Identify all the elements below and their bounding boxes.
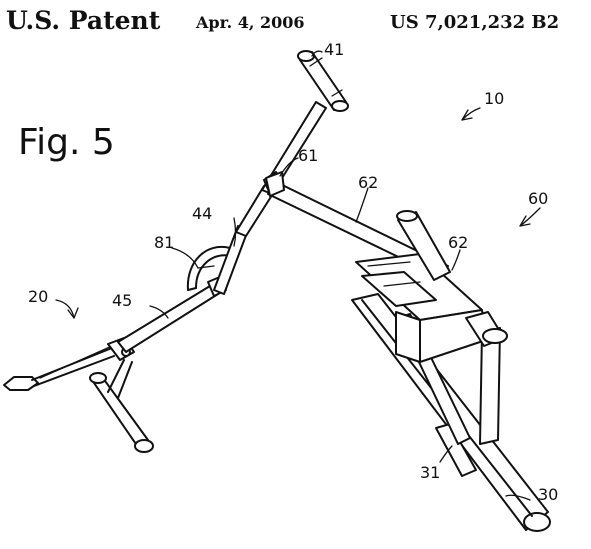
ref-61: 61 bbox=[298, 146, 318, 165]
ref-62-lower: 62 bbox=[448, 233, 468, 252]
ref-41: 41 bbox=[324, 40, 344, 59]
ref-10: 10 bbox=[484, 89, 504, 108]
ref-20: 20 bbox=[28, 287, 48, 306]
ref-62-upper: 62 bbox=[358, 173, 378, 192]
rudder-assembly bbox=[3, 337, 135, 391]
ref-31: 31 bbox=[420, 463, 440, 482]
lower-frame-45 bbox=[117, 275, 227, 353]
handlebar-41 bbox=[297, 50, 349, 112]
patent-date: Apr. 4, 2006 bbox=[196, 13, 305, 32]
ref-60: 60 bbox=[528, 189, 548, 208]
direction-arrows bbox=[55, 107, 541, 319]
ref-44: 44 bbox=[192, 204, 212, 223]
figure-label: Fig. 5 bbox=[18, 122, 115, 163]
ref-81: 81 bbox=[154, 233, 174, 252]
patent-office-header: U.S. Patent bbox=[6, 6, 161, 35]
ref-30: 30 bbox=[538, 485, 558, 504]
leader-lines bbox=[149, 50, 531, 501]
ref-45: 45 bbox=[112, 291, 132, 310]
patent-number: US 7,021,232 B2 bbox=[390, 12, 560, 33]
seat-platform-60 bbox=[355, 210, 508, 363]
front-strut bbox=[89, 359, 154, 453]
